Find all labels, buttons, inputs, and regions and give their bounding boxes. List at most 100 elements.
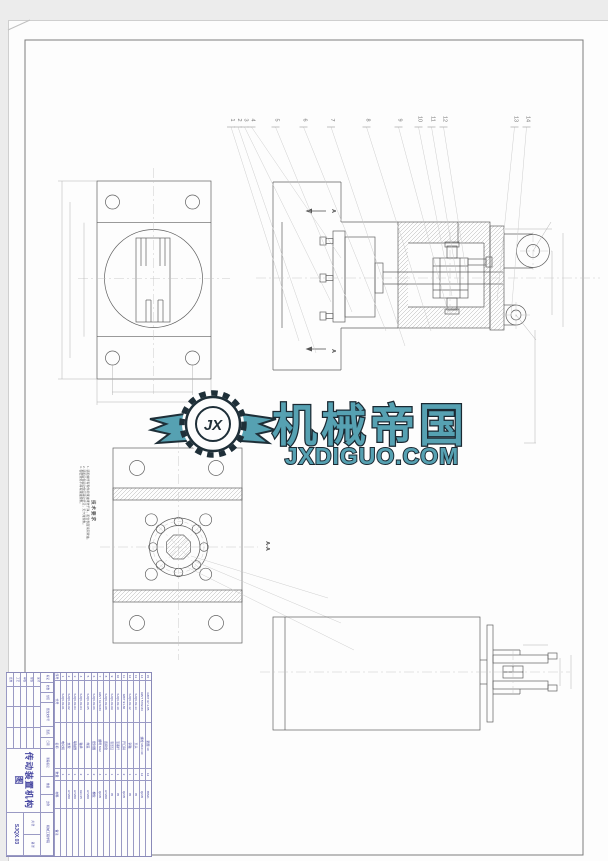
section-view-clevis — [504, 233, 550, 326]
tb-field: 分区 — [40, 693, 53, 703]
front-view-centerlines — [78, 168, 230, 394]
bom-qty: 1 — [126, 769, 133, 781]
bom-remark — [126, 809, 133, 856]
bom-no: 4 — [78, 673, 85, 681]
bom-row: 14 GB/T 5782-86 螺栓 M10×40 12 Q235 — [138, 673, 145, 856]
gear-hub-icon — [195, 406, 231, 442]
tb-stage-label: 阶段标记 — [40, 749, 53, 777]
bom-remark — [114, 809, 121, 856]
bom-material: HT200 — [84, 781, 91, 809]
tb-role: 审核 — [19, 673, 27, 687]
bom-material: Q235 — [96, 781, 103, 809]
bom-header: 材料 — [54, 781, 61, 809]
bom-row: 13 SJQX.03-13 叉头 1 45 — [132, 673, 139, 856]
watermark-logo: JX — [147, 390, 279, 458]
bom-name: 螺母 M12 — [96, 723, 103, 769]
watermark-initials: JX — [204, 417, 223, 434]
front-view-bracket — [96, 180, 212, 380]
tb-blank — [19, 687, 27, 707]
bom-code: SJQX.03-05 — [84, 681, 91, 723]
tb-field: 处数 — [40, 683, 53, 693]
bom-material: HT200 — [102, 781, 109, 809]
tb-blank — [12, 687, 20, 707]
bom-material: 45 — [126, 781, 133, 809]
bom-header: 序号 — [54, 673, 61, 681]
bom-remark — [84, 809, 91, 856]
bom-code: SJQX.03-09 — [108, 681, 115, 723]
tb-role: 校核 — [26, 673, 34, 687]
section-cut-label-top: A — [330, 209, 336, 213]
balloon-numbers: 1 2 3 4 5 6 7 8 9 10 11 12 13 14 — [229, 116, 531, 122]
bom-name: 联轴器 — [72, 723, 79, 769]
bom-qty: 2 — [120, 769, 127, 781]
bom-qty: 1 — [84, 769, 91, 781]
balloon-3: 3 — [243, 118, 249, 121]
drawing-frame — [24, 39, 584, 856]
cylinder-view — [272, 616, 558, 731]
tech-req-title: 技术要求 — [91, 500, 96, 522]
bom-no: 8 — [102, 673, 109, 681]
bom-name: 开口销 — [120, 723, 127, 769]
bom-row: 12 SJQX.03-12 销轴 1 45 — [126, 673, 133, 856]
tb-blank — [33, 687, 40, 707]
tb-blank — [26, 707, 34, 728]
bom-row: 3 SJQX.03-03 联轴器 1 HT200 — [72, 673, 79, 856]
bom-row: 15 GB/T 97.1-85 垫圈 10 12 65Mn — [144, 673, 151, 856]
bom-no: 3 — [72, 673, 79, 681]
tb-org: 机械工程学院 — [40, 813, 53, 856]
section-view-dimensions — [505, 221, 564, 444]
aa-view-centerlines — [100, 438, 258, 660]
bom-name: 支架 — [66, 723, 73, 769]
bom-row: 10 SJQX.03-10 活塞杆 1 45 — [114, 673, 121, 856]
bom-remark — [72, 809, 79, 856]
tb-blank — [19, 728, 27, 749]
bom-no: 1 — [60, 673, 67, 681]
balloon-7: 7 — [329, 118, 335, 121]
watermark: JX 机械帝国 JXDIGUO.COM — [147, 390, 468, 470]
aa-view — [112, 447, 243, 644]
bom-remark — [108, 809, 115, 856]
bom-qty: 1 — [114, 769, 121, 781]
bom-remark — [138, 809, 145, 856]
bom-remark — [78, 809, 85, 856]
cylinder-view-centerlines — [260, 650, 570, 695]
bom-no: 12 — [126, 673, 133, 681]
bom-code: GB/T 6170-86 — [96, 681, 103, 723]
tb-field: 更改文件号 — [40, 703, 53, 727]
tb-field: 日期 — [40, 738, 53, 749]
bom-no: 7 — [96, 673, 103, 681]
tb-blank — [19, 707, 27, 728]
balloon-leaders — [230, 126, 527, 354]
bom-name: 活塞杆 — [114, 723, 121, 769]
section-view-motor — [319, 230, 503, 323]
tb-field: 标记 — [40, 673, 53, 683]
bom-qty: 1 — [60, 769, 67, 781]
bom-no: 2 — [66, 673, 73, 681]
balloon-6: 6 — [302, 118, 308, 121]
balloon-9: 9 — [397, 118, 403, 121]
bom-no: 10 — [114, 673, 121, 681]
tb-blank — [33, 728, 40, 749]
bom-name: 端盖 — [84, 723, 91, 769]
aa-view-leaders — [186, 555, 355, 651]
bom-code: GB/T 91-86 — [120, 681, 127, 723]
bom-name: 销轴 — [126, 723, 133, 769]
tb-blank — [12, 707, 20, 728]
bom-code: SJQX.03-03 — [72, 681, 79, 723]
bom-name: 连接盘 — [102, 723, 109, 769]
bom-material: GCr15 — [78, 781, 85, 809]
watermark-domain: JXDIGUO.COM — [285, 443, 460, 469]
bom-code: SJQX.03-08 — [102, 681, 109, 723]
bom-material: Q235 — [138, 781, 145, 809]
watermark-brand: 机械帝国 — [272, 400, 468, 451]
bom-row: 2 SJQX.03-02 支架 1 HT200 — [66, 673, 73, 856]
bom-code: SJQX.03-06 — [90, 681, 97, 723]
section-cut-marks: A A — [305, 208, 336, 353]
bom-code: GB/T 97.1-85 — [144, 681, 151, 723]
cylinder-view-dimensions — [523, 644, 572, 689]
bom-table: 15 GB/T 97.1-85 垫圈 10 12 65Mn 14 GB/T 57… — [60, 673, 151, 856]
bom-row: 4 SJQX.03-04 轴承 2 GCr15 — [78, 673, 85, 856]
bom-material: HT200 — [66, 781, 73, 809]
section-view-label: A-A — [264, 541, 270, 551]
